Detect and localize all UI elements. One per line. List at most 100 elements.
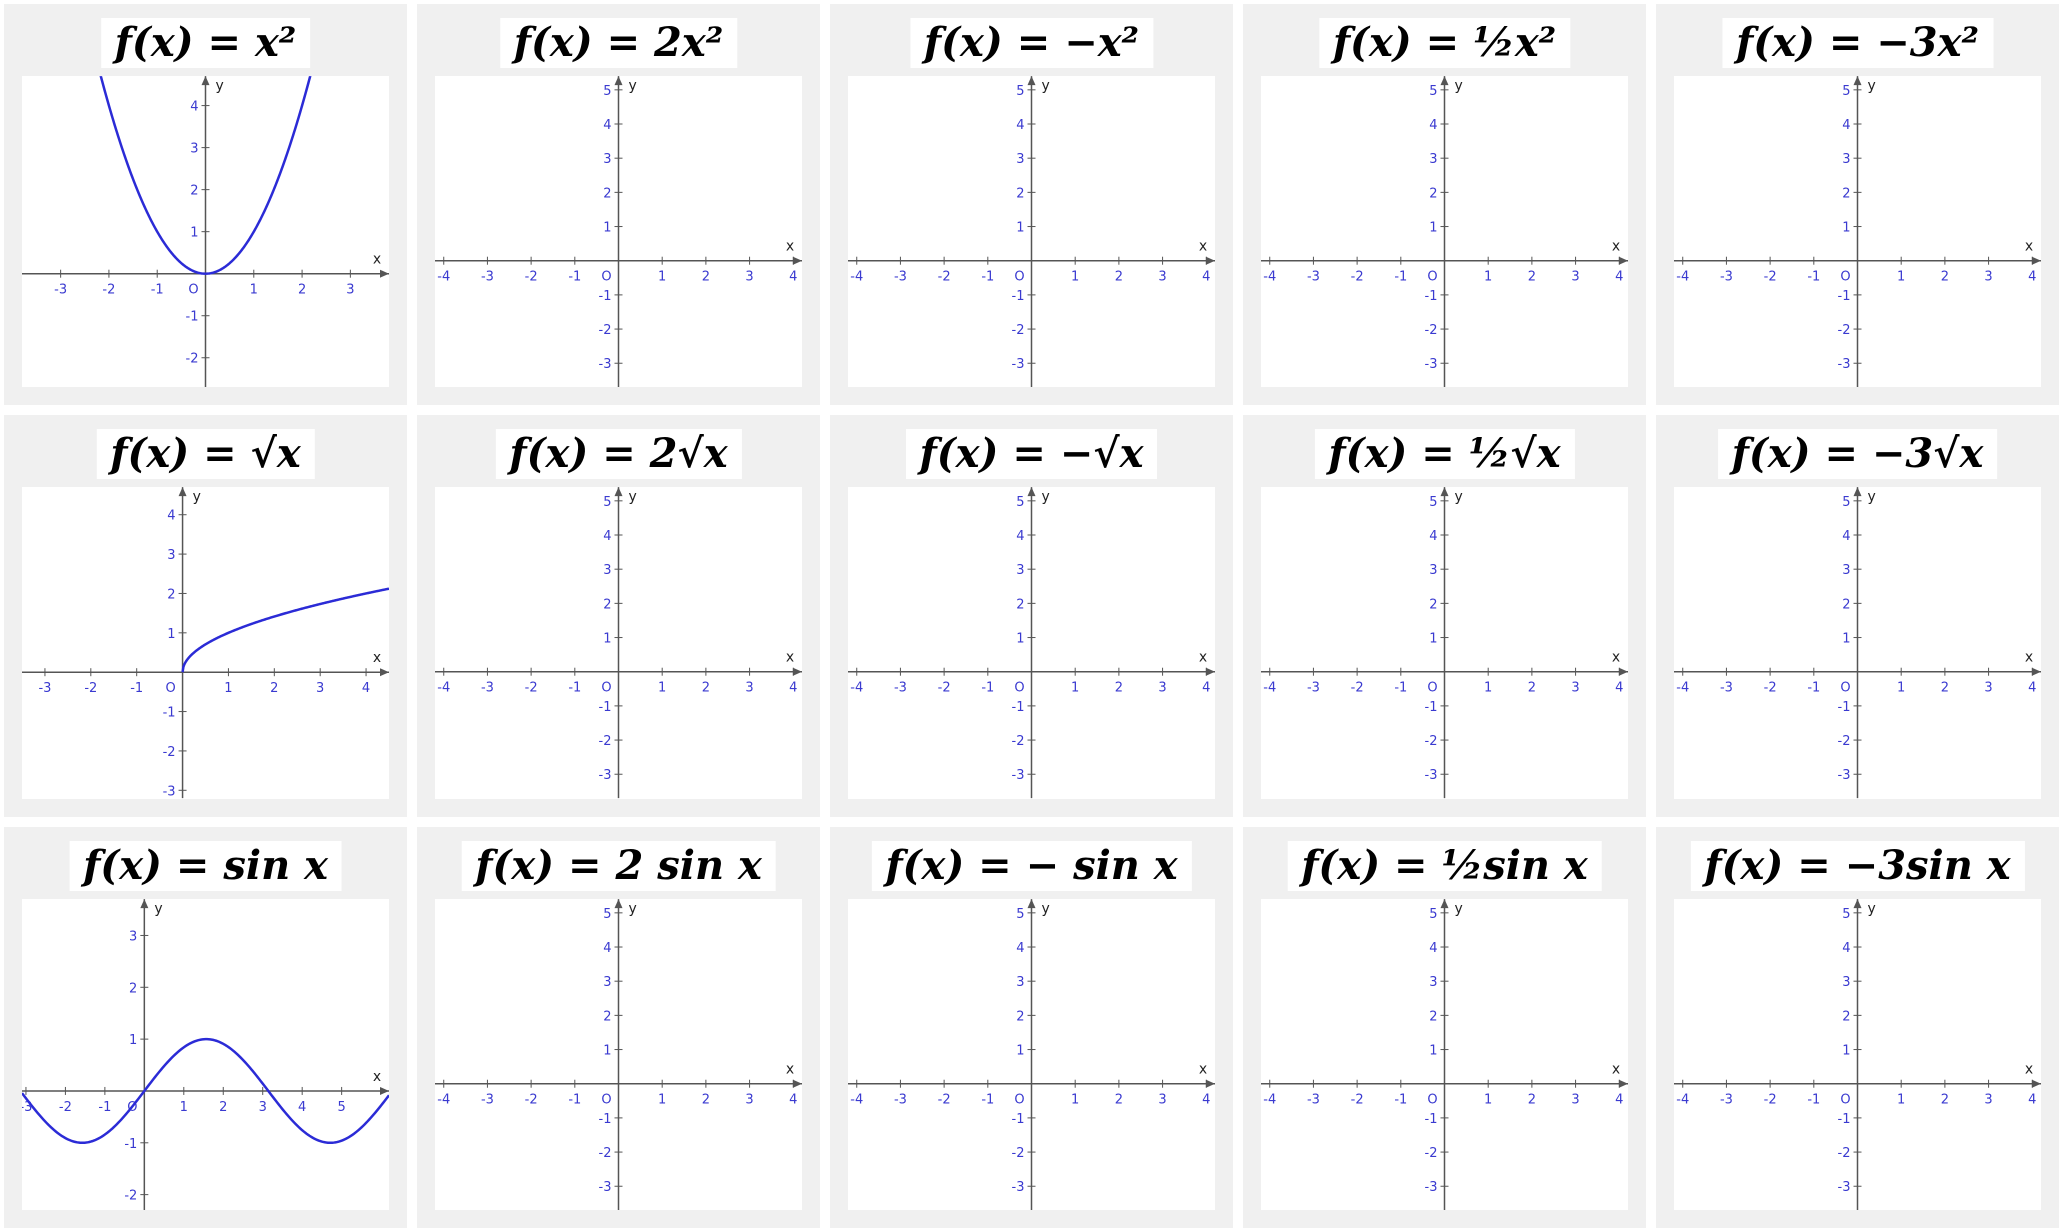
- x-tick-label: 1: [1897, 270, 1905, 285]
- y-axis-arrow: [1027, 898, 1036, 908]
- y-tick-label: 2: [129, 981, 137, 996]
- x-tick-label: 4: [2028, 681, 2036, 696]
- y-tick-label: -3: [599, 357, 612, 372]
- x-tick-label: -3: [481, 1092, 494, 1107]
- x-axis-arrow: [1619, 256, 1628, 265]
- x-tick-label: 4: [362, 682, 370, 697]
- x-axis-label: x: [1199, 239, 1207, 255]
- y-tick-label: 4: [1429, 529, 1437, 544]
- graph-title: f(x) = x²: [100, 18, 311, 68]
- y-tick-label: -3: [599, 769, 612, 784]
- y-tick-label: -2: [124, 1188, 137, 1203]
- y-axis-label: y: [1868, 489, 1876, 505]
- y-tick-label: -3: [1425, 1180, 1438, 1195]
- y-tick-label: -2: [1012, 734, 1025, 749]
- x-axis-label: x: [786, 239, 794, 255]
- x-tick-label: 5: [338, 1100, 346, 1115]
- x-tick-label: 4: [1202, 1092, 1210, 1107]
- origin-label: O: [601, 1092, 611, 1107]
- x-axis-arrow: [793, 1079, 802, 1088]
- y-tick-label: -1: [186, 310, 199, 325]
- y-tick-label: 2: [1016, 186, 1024, 201]
- x-tick-label: -2: [938, 1092, 951, 1107]
- x-tick-label: -2: [525, 270, 538, 285]
- y-tick-label: 1: [1016, 632, 1024, 647]
- x-tick-label: -3: [894, 681, 907, 696]
- x-tick-label: 2: [1528, 1092, 1536, 1107]
- x-tick-label: 4: [2028, 270, 2036, 285]
- y-tick-label: 4: [1842, 529, 1850, 544]
- x-tick-label: 2: [1115, 681, 1123, 696]
- y-axis-label: y: [216, 78, 224, 94]
- x-axis-arrow: [380, 1086, 389, 1095]
- graph-title: f(x) = sin x: [69, 840, 342, 891]
- x-tick-label: 1: [1484, 681, 1492, 696]
- y-axis-label: y: [193, 489, 201, 505]
- y-tick-label: -1: [1012, 289, 1025, 304]
- y-axis-arrow: [1853, 76, 1862, 86]
- y-tick-label: 2: [603, 598, 611, 613]
- x-tick-label: -1: [568, 270, 581, 285]
- y-tick-label: -1: [1425, 1112, 1438, 1127]
- y-tick-label: -3: [1838, 1180, 1851, 1195]
- y-axis-arrow: [140, 898, 149, 908]
- x-axis-label: x: [2025, 1061, 2033, 1077]
- x-tick-label: 3: [1158, 1092, 1166, 1107]
- function-curve: [99, 76, 312, 275]
- y-axis-arrow: [1853, 487, 1862, 497]
- y-tick-label: 3: [603, 975, 611, 990]
- y-tick-label: -1: [163, 706, 176, 721]
- x-tick-label: -3: [22, 1100, 32, 1115]
- y-axis-arrow: [178, 487, 187, 497]
- y-tick-label: 4: [1842, 941, 1850, 956]
- y-axis-label: y: [629, 78, 637, 94]
- x-tick-label: -2: [1351, 270, 1364, 285]
- x-tick-label: 3: [259, 1100, 267, 1115]
- y-tick-label: 3: [1429, 564, 1437, 579]
- y-axis-arrow: [614, 76, 623, 86]
- x-tick-label: -4: [850, 681, 863, 696]
- y-axis-label: y: [1042, 78, 1050, 94]
- y-tick-label: 1: [603, 221, 611, 236]
- y-axis-arrow: [1027, 76, 1036, 86]
- x-tick-label: -4: [437, 1092, 450, 1107]
- y-tick-label: 4: [1429, 118, 1437, 133]
- y-tick-label: 2: [1016, 1009, 1024, 1024]
- x-tick-label: -1: [151, 283, 164, 298]
- y-tick-label: 2: [1016, 598, 1024, 613]
- y-tick-label: -2: [1838, 323, 1851, 338]
- origin-label: O: [1840, 681, 1850, 696]
- origin-label: O: [1014, 681, 1024, 696]
- x-tick-label: -1: [130, 682, 143, 697]
- y-tick-label: 1: [603, 1043, 611, 1058]
- y-tick-label: -3: [1425, 769, 1438, 784]
- x-tick-label: 2: [1528, 681, 1536, 696]
- y-tick-label: 5: [1842, 906, 1850, 921]
- y-axis-label: y: [1868, 78, 1876, 94]
- x-tick-label: 4: [789, 270, 797, 285]
- x-tick-label: 1: [224, 682, 232, 697]
- y-tick-label: 2: [1842, 598, 1850, 613]
- origin-label: O: [1427, 681, 1437, 696]
- x-tick-label: -2: [1764, 1092, 1777, 1107]
- y-tick-label: 3: [129, 929, 137, 944]
- y-tick-label: -3: [599, 1180, 612, 1195]
- origin-label: O: [1840, 270, 1850, 285]
- y-axis-label: y: [629, 489, 637, 505]
- x-tick-label: -1: [568, 1092, 581, 1107]
- x-axis-label: x: [2025, 239, 2033, 255]
- y-tick-label: 3: [1842, 152, 1850, 167]
- x-tick-label: -4: [850, 270, 863, 285]
- x-tick-label: -1: [1394, 1092, 1407, 1107]
